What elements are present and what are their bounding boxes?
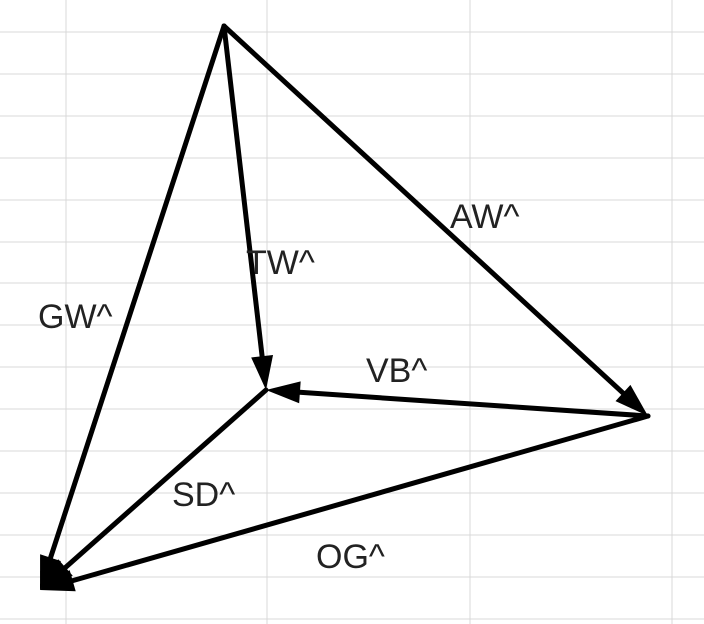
arrowhead-sd (40, 559, 73, 590)
arrow-og (40, 413, 651, 592)
arrowhead-gw (40, 554, 62, 590)
edge-label-vb: VB^ (366, 352, 427, 390)
arrow-vb (266, 381, 651, 419)
arrow-gw (40, 23, 227, 590)
arrowhead-vb (266, 381, 301, 404)
edge-label-sd: SD^ (172, 476, 235, 514)
arrow-shaft-aw (221, 23, 629, 399)
edge-label-tw: TW^ (246, 244, 315, 282)
edge-label-gw: GW^ (38, 298, 113, 336)
arrows-layer (40, 23, 651, 592)
arrow-shaft-vb (293, 389, 651, 419)
arrowhead-og (40, 570, 76, 592)
edge-label-og: OG^ (316, 538, 385, 576)
arrow-shaft-og (66, 413, 651, 585)
arrow-shaft-sd (59, 387, 269, 573)
arrow-tw (221, 23, 274, 390)
arrow-aw (221, 23, 648, 416)
arrowhead-aw (615, 384, 648, 416)
arrowhead-tw (251, 354, 274, 390)
arrow-sd (40, 387, 269, 590)
arrow-shaft-tw (221, 23, 266, 363)
arrow-shaft-gw (46, 23, 227, 564)
edge-label-aw: AW^ (450, 198, 520, 236)
